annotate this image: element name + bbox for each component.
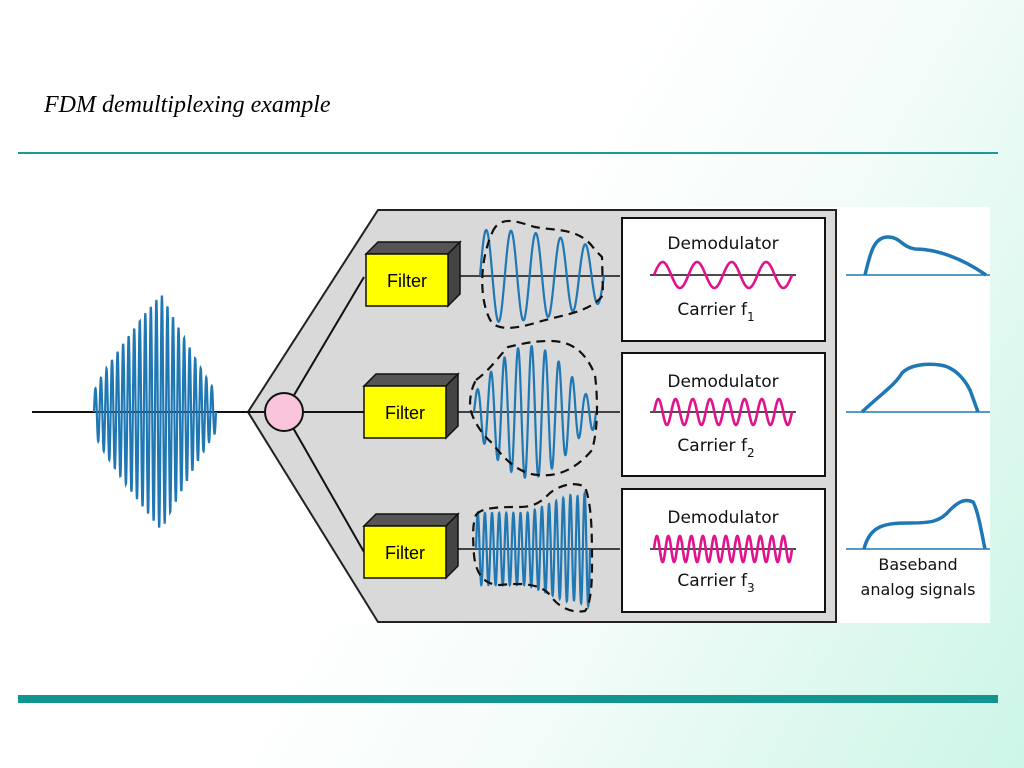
carrier-caption-2: Carrier f2	[677, 436, 754, 460]
demodulator-label-1: Demodulator	[667, 234, 778, 254]
fdm-demux-diagram: Filter Filter Filter Demodulator Carrier…	[30, 205, 990, 625]
composite-fdm-signal	[92, 295, 218, 528]
filtered-signal-1	[478, 228, 606, 323]
baseband-signal-1	[846, 235, 990, 277]
demodulator-label-3: Demodulator	[667, 508, 778, 528]
filter-label-3: Filter	[385, 543, 425, 563]
carrier-wave-1	[652, 260, 794, 290]
demodulator-box-3: Demodulator Carrier f3	[621, 488, 826, 613]
filter-label-1: Filter	[387, 271, 427, 291]
splitter-hub	[264, 392, 304, 432]
carrier-wave-3	[652, 534, 794, 564]
demodulator-box-2: Demodulator Carrier f2	[621, 352, 826, 477]
footer-divider	[18, 695, 998, 703]
filtered-signal-2	[472, 344, 598, 480]
filter-box-1: Filter	[364, 240, 462, 308]
envelope-1	[481, 219, 605, 329]
envelope-3	[472, 483, 594, 613]
filter-label-2: Filter	[385, 403, 425, 423]
slide-title: FDM demultiplexing example	[44, 92, 331, 118]
envelope-2	[468, 339, 599, 477]
filter-box-3: Filter	[362, 512, 460, 580]
baseband-caption-line2: analog signals	[861, 580, 976, 599]
branch-line-3	[283, 411, 365, 553]
demodulator-box-1: Demodulator Carrier f1	[621, 217, 826, 342]
carrier-wave-2	[652, 397, 794, 427]
demodulator-label-2: Demodulator	[667, 372, 778, 392]
filter-box-2: Filter	[362, 372, 460, 440]
branch-line-1	[283, 276, 365, 413]
title-divider	[18, 152, 998, 154]
baseband-signal-2	[846, 362, 990, 414]
carrier-caption-1: Carrier f1	[677, 300, 754, 324]
carrier-caption-3: Carrier f3	[677, 571, 754, 595]
baseband-caption-line1: Baseband	[878, 555, 957, 574]
filtered-signal-3	[474, 490, 592, 610]
baseband-signal-3	[846, 498, 990, 550]
